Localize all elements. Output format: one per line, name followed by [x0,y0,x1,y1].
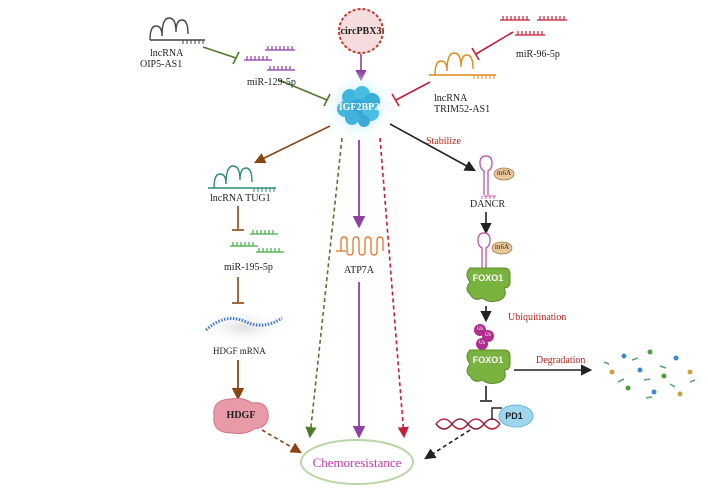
foxo1-label-2: FOXO1 [472,355,504,365]
igf2bp2-label: IGF2BP2 [338,102,380,113]
m6a-label-2: m6A [495,243,509,251]
oip5-label-line2: OIP5-AS1 [140,59,183,70]
trim52-as1-rna-icon [429,52,496,79]
dna-helix-icon [435,407,502,430]
inhibit-oip5-to-mir129 [202,46,240,65]
ubiquitin-chain [474,324,494,350]
dashed-igf-to-chemo-green [305,137,343,439]
hdgfmrna-label: HDGF mRNA [213,346,266,356]
inhibit-trim52-to-igf [391,81,431,107]
ub-label-2: Ub [484,333,492,338]
hdgf-mrna-icon [198,309,290,345]
foxo1-label-1: FOXO1 [472,273,504,283]
ub-label-3: Ub [478,341,486,346]
ubiquitination-label: Ubiquitination [508,312,567,323]
ub-label-1: Ub [476,327,484,332]
trim52-label-line1: lncRNA [434,93,468,104]
stabilize-label: Stabilize [426,136,461,147]
atp7a-icon [336,236,384,256]
dashed-pd1-to-chemo [424,429,471,460]
pd1-label: PD1 [505,411,523,421]
oip5-label-line1: lncRNA [150,48,184,59]
mir96-label: miR-96-5p [516,49,560,60]
inhibit-mir129-to-igf [278,79,331,107]
dashed-hdgf-to-chemo [261,429,302,454]
trim52-label-line2: TRIM52-AS1 [434,104,491,115]
atp7a-label: ATP7A [343,265,375,276]
chemoresistance-label: Chemoresistance [312,455,402,470]
mir195-label: miR-195-5p [224,262,273,273]
m6a-badge-1 [493,167,515,181]
circpbx3-node [338,8,384,54]
mir-195-5p-icon [230,230,284,253]
dancr-foxo1-rna-icon [477,232,491,268]
chemoresistance-node [300,439,414,485]
dancr-rna-icon [479,155,496,199]
mir-96-5p-icon [500,16,567,36]
inhibit-mir96-to-trim52 [471,31,514,61]
tug1-label: lncRNA TUG1 [210,193,271,204]
inhibit-tug1-to-mir195 [232,206,244,231]
arrow-igf-to-dancr [389,123,476,172]
foxo1-protein-2 [466,349,511,385]
mir129-label: miR-129-5p [247,77,296,88]
inhibit-foxo1-to-pd1 [480,386,492,402]
inhibit-mir195-to-hdgfmrna [232,277,244,304]
arrow-igf-to-tug1 [253,125,331,164]
mir-129-5p-icon [244,46,295,71]
igf2bp2-protein [323,71,395,143]
degradation-label: Degradation [536,355,586,366]
oip5-as1-rna-icon [149,17,205,44]
hdgf-label: HDGF [226,410,256,421]
hdgf-protein [213,398,269,434]
circpbx3-label: circPBX3 [340,26,382,37]
m6a-label-1: m6A [497,169,511,177]
foxo1-protein-1 [466,267,511,303]
tug1-rna-icon [208,165,276,192]
degradation-fragments [603,349,696,399]
m6a-badge-2 [491,241,513,255]
dashed-igf-to-chemo-red [379,137,409,439]
pd1-protein [498,404,534,428]
dancr-label: DANCR [470,199,506,210]
